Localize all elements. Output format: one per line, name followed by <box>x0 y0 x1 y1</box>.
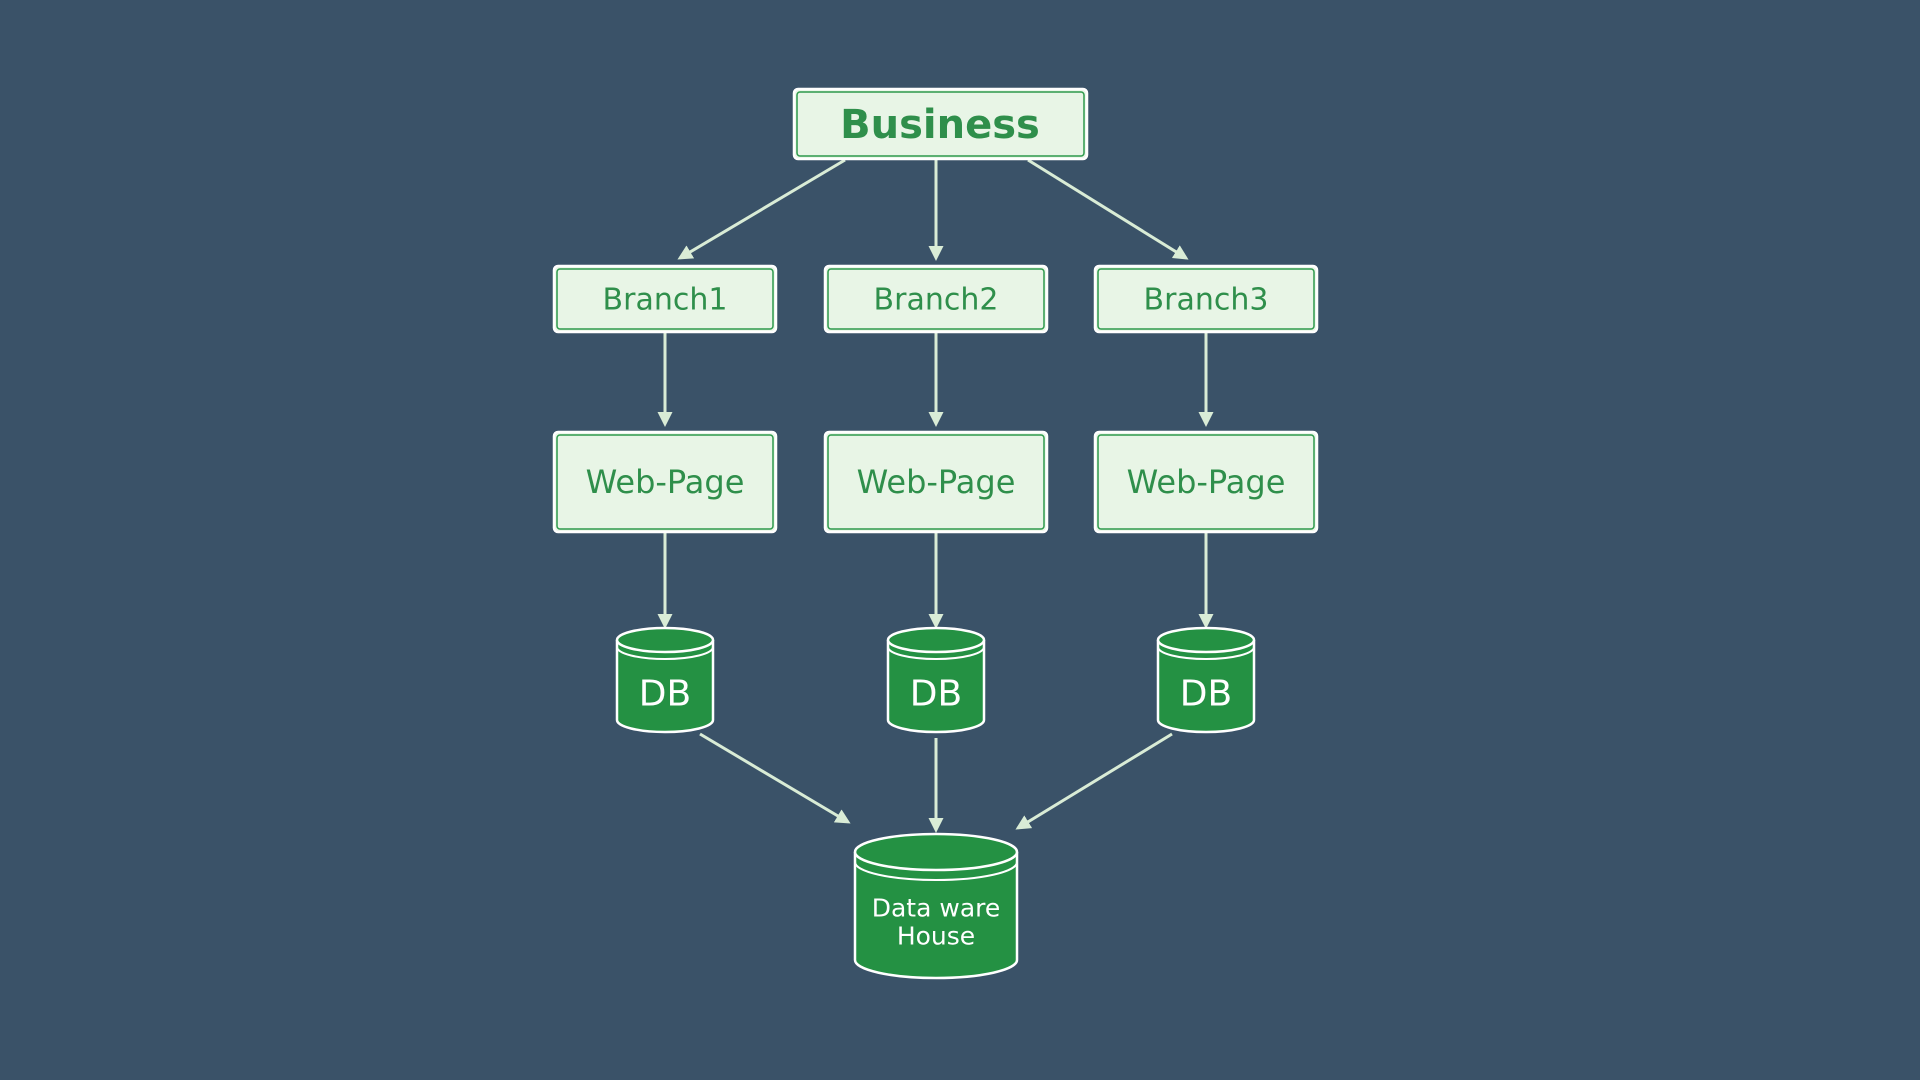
db2-cylinder: DB <box>886 626 986 734</box>
business-label: Business <box>840 102 1040 148</box>
branch2-node: Branch2 <box>823 264 1049 334</box>
branch1-label: Branch1 <box>603 283 728 318</box>
db3-cylinder: DB <box>1156 626 1256 734</box>
edge-db1-warehouse <box>699 732 851 824</box>
webpage3-label: Web-Page <box>1127 463 1286 501</box>
data-warehouse-cylinder: Data ware House <box>853 832 1019 980</box>
edge-business-branch3 <box>1027 158 1189 260</box>
db2-label: DB <box>910 674 962 715</box>
edge-business-branch1 <box>677 158 846 260</box>
webpage2-label: Web-Page <box>857 463 1016 501</box>
branch2-label: Branch2 <box>874 283 999 318</box>
branch3-label: Branch3 <box>1144 283 1269 318</box>
branch1-node: Branch1 <box>552 264 778 334</box>
webpage1-node: Web-Page <box>552 430 778 534</box>
warehouse-label-line2: House <box>897 922 975 951</box>
warehouse-label-line1: Data ware <box>872 894 1001 923</box>
webpage2-node: Web-Page <box>823 430 1049 534</box>
db1-label: DB <box>639 674 691 715</box>
db1-cylinder: DB <box>615 626 715 734</box>
webpage3-node: Web-Page <box>1093 430 1319 534</box>
db3-label: DB <box>1180 674 1232 715</box>
business-node: Business <box>792 87 1089 161</box>
edge-db3-warehouse <box>1015 732 1173 830</box>
webpage1-label: Web-Page <box>586 463 745 501</box>
edges-group <box>657 158 1214 833</box>
branch3-node: Branch3 <box>1093 264 1319 334</box>
